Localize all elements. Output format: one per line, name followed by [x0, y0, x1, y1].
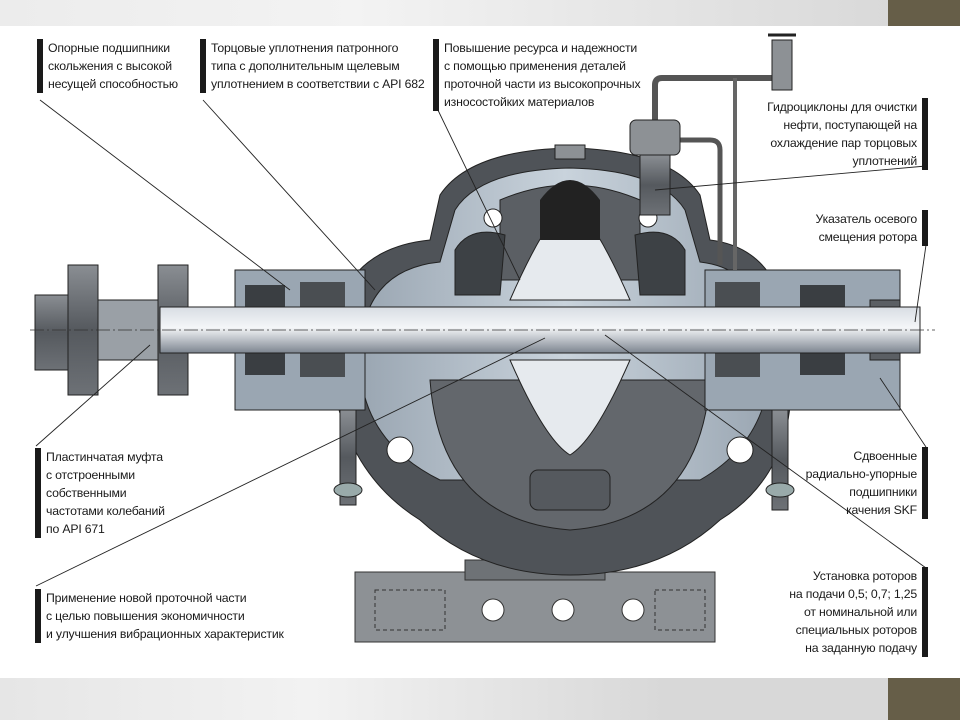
- label-line: уплотнений: [852, 154, 918, 168]
- label-line: уплотнением в соответствии с API 682: [211, 77, 425, 91]
- label-coupling: Пластинчатая муфта с отстроенными собств…: [35, 448, 165, 538]
- label-line: Гидроциклоны для очистки: [767, 100, 917, 114]
- label-line: подшипники: [849, 485, 917, 499]
- label-line: Установка роторов: [812, 569, 917, 583]
- label-line: Указатель осевого: [815, 212, 918, 226]
- label-line: с целью повышения экономичности: [46, 609, 245, 623]
- hydrocyclone: [629, 33, 796, 270]
- label-line: Сдвоенные: [853, 449, 917, 463]
- slide-top-band: [0, 0, 888, 26]
- slide-bottom-accent: [888, 678, 960, 720]
- label-line: частотами колебаний: [46, 504, 165, 518]
- label-sliding-bearings: Опорные подшипники скольжения с высокой …: [37, 39, 178, 93]
- label-line: специальных роторов: [795, 623, 918, 637]
- label-line: нефти, поступающей на: [783, 118, 917, 132]
- label-line: по API 671: [46, 522, 105, 536]
- label-line: охлаждение пар торцовых: [770, 136, 917, 150]
- label-skf-bearings: Сдвоенные радиально-упорные подшипники к…: [806, 447, 928, 519]
- label-line: типа с дополнительным щелевым: [211, 59, 400, 73]
- slide-bottom-band: [0, 678, 888, 720]
- label-line: Торцовые уплотнения патронного: [211, 41, 399, 55]
- label-line: несущей способностью: [48, 77, 178, 91]
- label-line: проточной части из высокопрочных: [444, 77, 641, 91]
- label-line: от номинальной или: [803, 605, 917, 619]
- label-line: скольжения с высокой: [48, 59, 172, 73]
- label-line: Повышение ресурса и надежности: [444, 41, 638, 55]
- label-line: и улучшения вибрационных характеристик: [46, 627, 284, 641]
- label-line: с помощью применения деталей: [444, 59, 626, 73]
- label-line: износостойких материалов: [444, 95, 595, 109]
- label-line: собственными: [46, 486, 127, 500]
- label-line: на заданную подачу: [805, 641, 917, 655]
- leader-lines: [35, 99, 927, 587]
- label-line: Пластинчатая муфта: [46, 450, 163, 464]
- label-axial-indicator: Указатель осевого смещения ротора: [816, 210, 928, 246]
- label-line: смещения ротора: [818, 230, 918, 244]
- slide-top-accent: [888, 0, 960, 26]
- label-line: качения SKF: [846, 503, 917, 517]
- pump-casing: [329, 144, 792, 576]
- label-line: радиально-упорные: [805, 467, 918, 481]
- coupling: [34, 264, 189, 396]
- label-mechanical-seals: Торцовые уплотнения патронного типа с до…: [200, 39, 425, 93]
- label-reliability: Повышение ресурса и надежности с помощью…: [433, 39, 641, 111]
- bearing-housing-left: [234, 269, 366, 506]
- label-line: Опорные подшипники: [48, 41, 170, 55]
- label-flow-part: Применение новой проточной части с целью…: [35, 589, 284, 643]
- label-line: с отстроенными: [46, 468, 135, 482]
- label-line: Применение новой проточной части: [46, 591, 247, 605]
- label-rotors: Установка роторов на подачи 0,5; 0,7; 1,…: [789, 567, 928, 657]
- label-line: на подачи 0,5; 0,7; 1,25: [789, 587, 917, 601]
- label-hydrocyclones: Гидроциклоны для очистки нефти, поступаю…: [767, 98, 928, 170]
